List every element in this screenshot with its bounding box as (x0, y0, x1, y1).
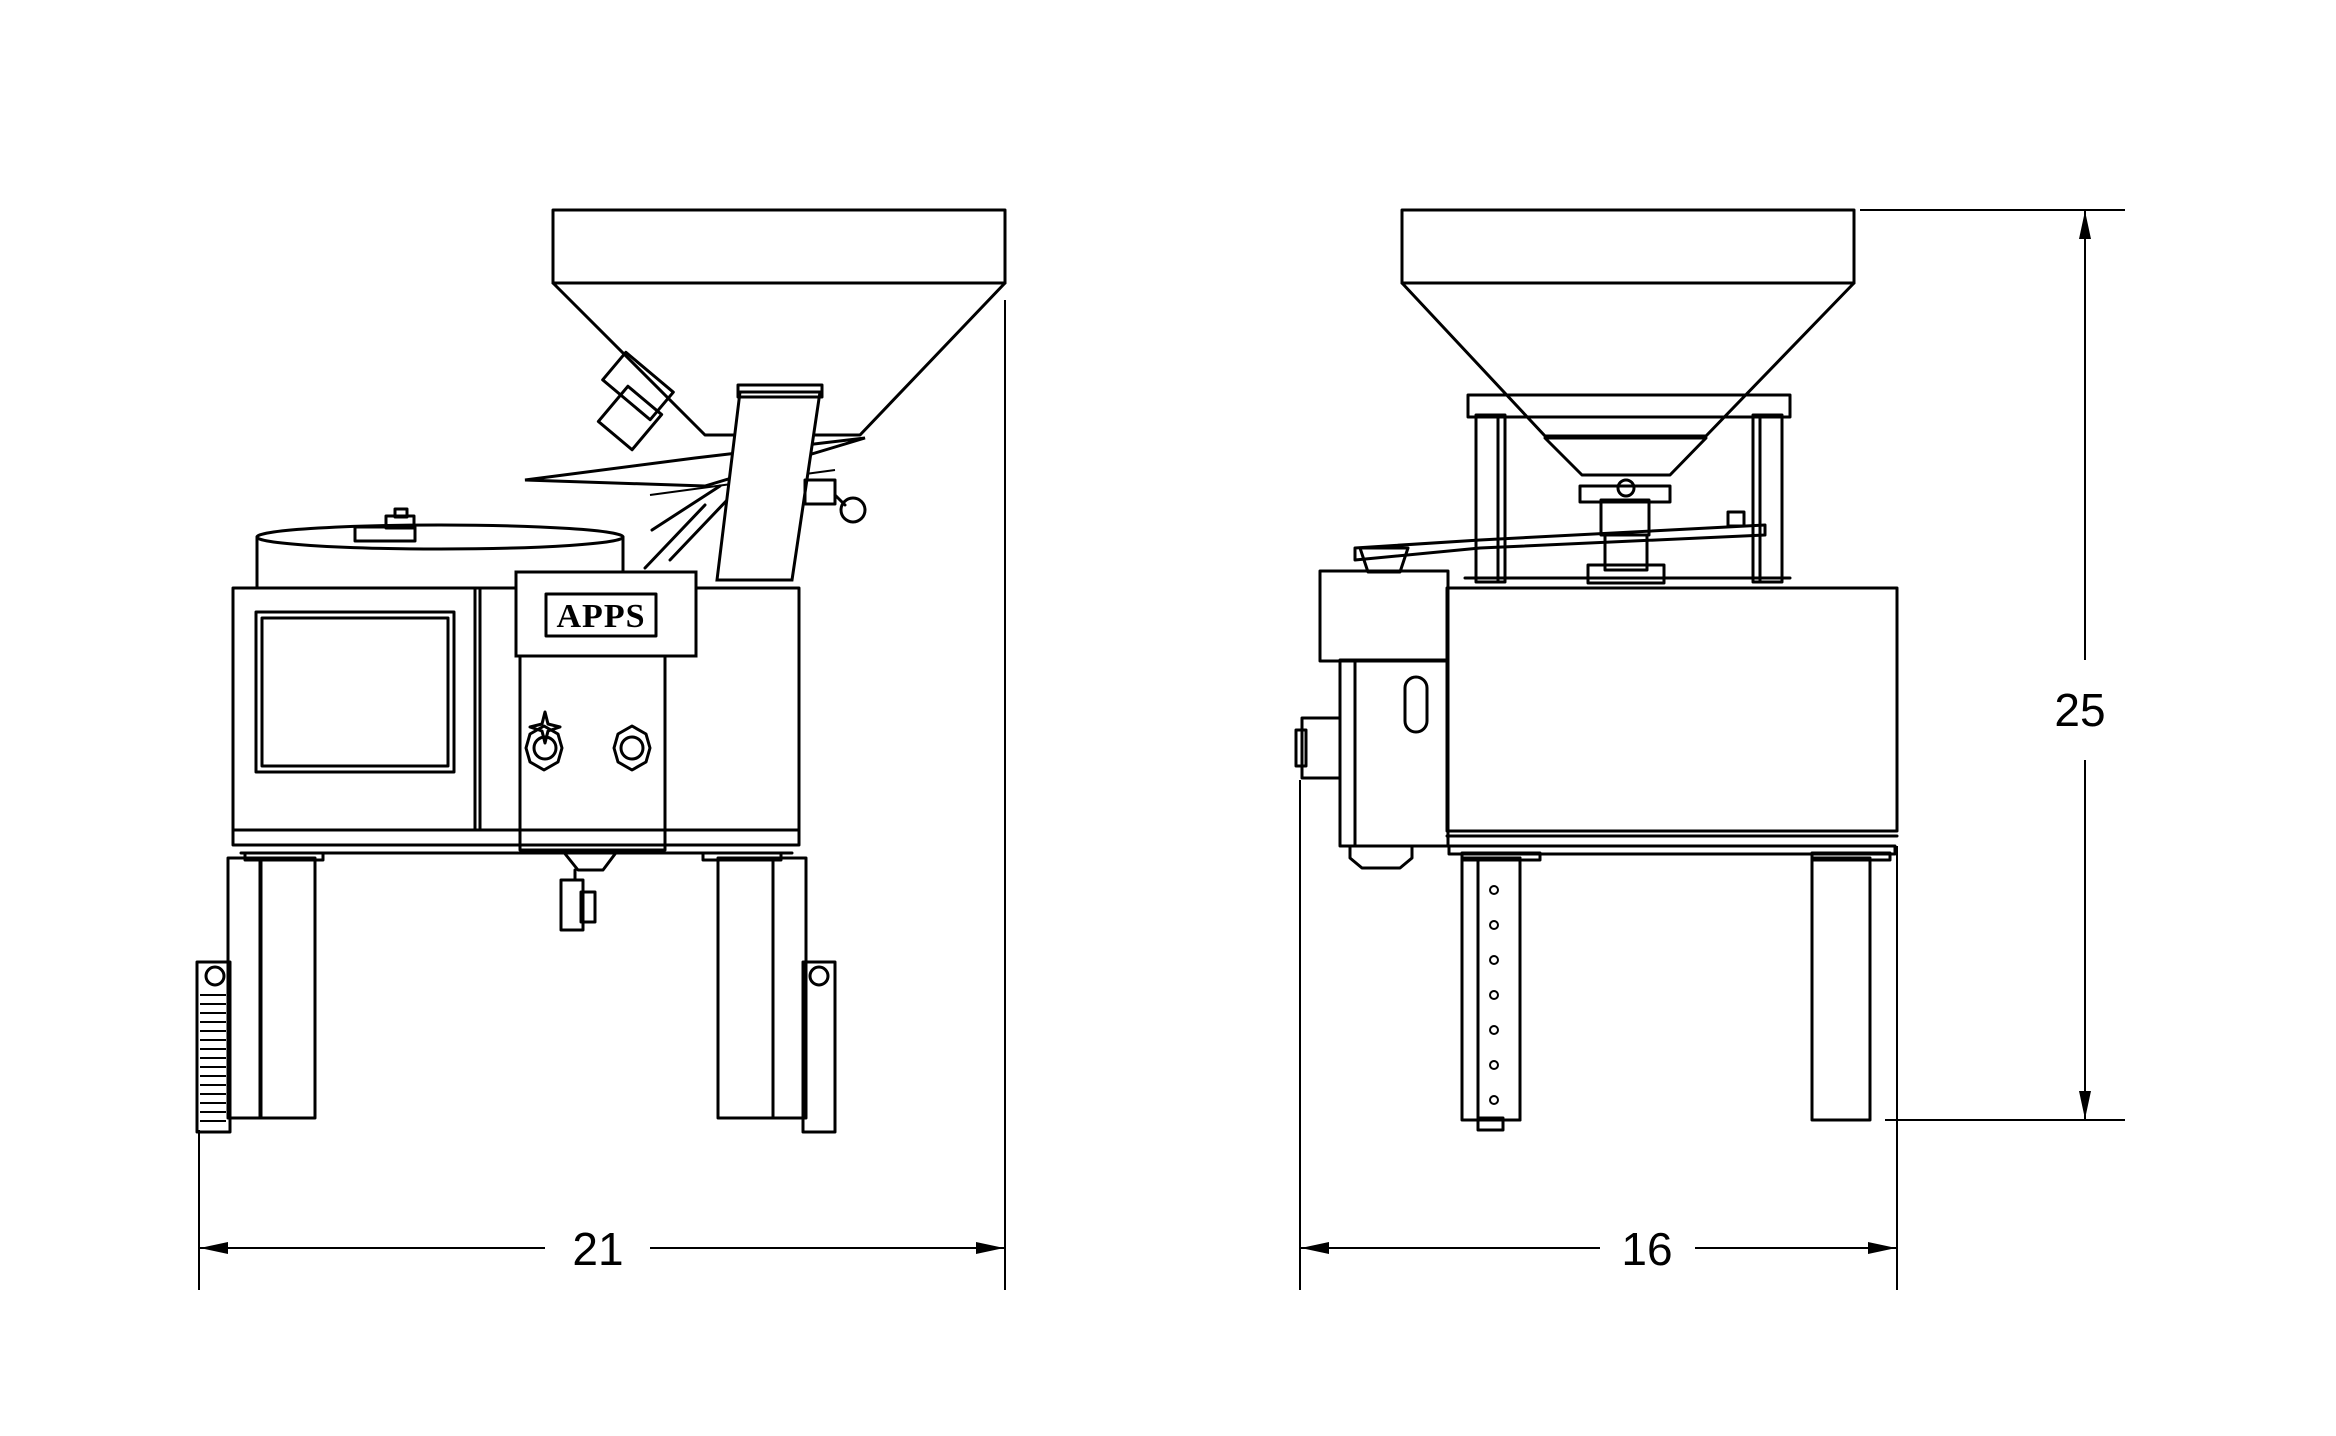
dimension-height: 25 (2054, 684, 2105, 736)
side-controller (1294, 546, 1450, 870)
front-dispenser (518, 654, 667, 932)
side-body (1445, 586, 1899, 856)
side-legs (1460, 851, 1892, 1132)
side-frame (1463, 393, 1792, 584)
front-drum (255, 507, 625, 589)
star-knob-right-icon (612, 724, 652, 772)
logo-text: APPS (557, 598, 646, 635)
star-knob-left-big-icon (524, 724, 564, 772)
dimension-width-front: 21 (572, 1223, 623, 1275)
side-valve (1578, 478, 1672, 585)
star-knob-left-icon (528, 710, 562, 745)
side-view (1294, 208, 1899, 1132)
side-tray (1353, 523, 1767, 562)
front-view: APPS (195, 208, 1007, 1134)
side-hopper (1400, 208, 1856, 477)
front-chute (524, 383, 867, 582)
front-legs (195, 851, 837, 1134)
dimension-width-side: 16 (1621, 1223, 1672, 1275)
front-logo-panel: APPS (514, 570, 698, 658)
dimension-lines (198, 209, 2125, 1290)
